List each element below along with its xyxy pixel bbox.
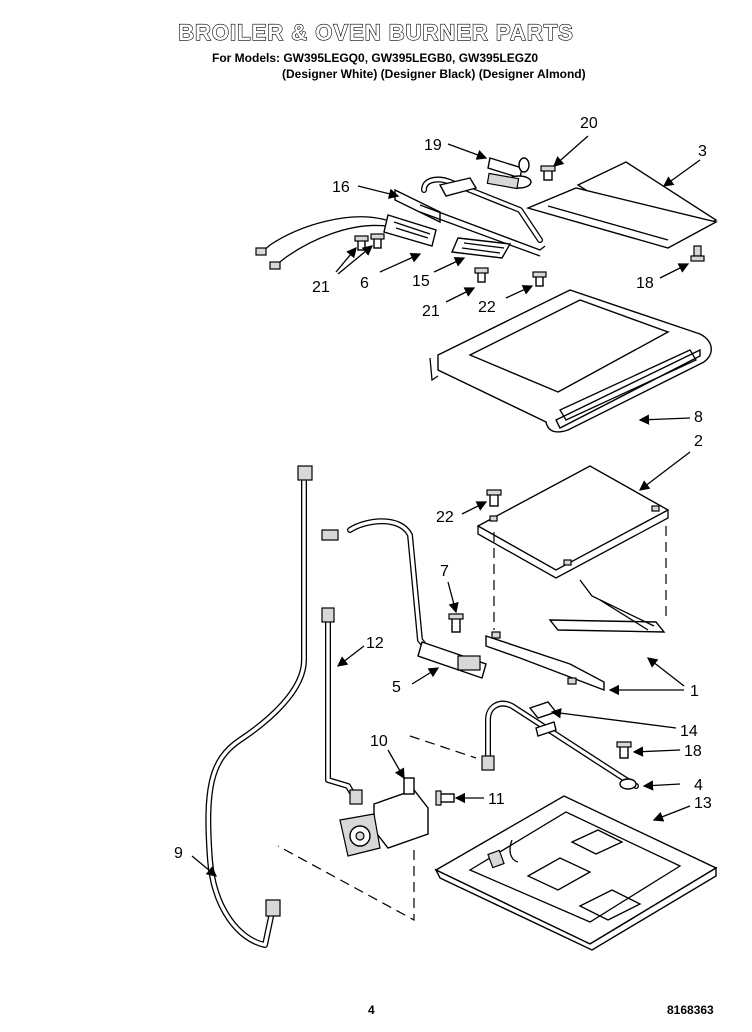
callout-4: 4 [694, 777, 703, 794]
callout-2: 2 [694, 433, 703, 450]
callout-5: 5 [392, 679, 401, 696]
callout-21-lower: 21 [422, 303, 440, 320]
page-number: 4 [368, 1003, 375, 1017]
callout-6: 6 [360, 275, 369, 292]
broiler-cover-part-8 [429, 289, 712, 433]
callout-16: 16 [332, 179, 350, 196]
broiler-burner-tube-part-16 [394, 176, 546, 257]
callout-8: 8 [694, 409, 703, 426]
callout-13: 13 [694, 795, 712, 812]
callout-10: 10 [370, 733, 388, 750]
document-number: 8168363 [667, 1003, 714, 1017]
callout-1: 1 [690, 683, 699, 700]
oven-igniter-part-5 [321, 518, 487, 679]
igniter-bracket-part-15 [450, 237, 512, 259]
igniter-part-6 [255, 214, 437, 270]
callout-22-lower: 22 [436, 509, 454, 526]
screw-part-18-bottom [616, 741, 632, 759]
screw-part-22-mid [486, 489, 502, 507]
callout-12: 12 [366, 635, 384, 652]
callout-15: 15 [412, 273, 430, 290]
broiler-shield-part-2 [476, 465, 670, 579]
callout-19: 19 [424, 137, 442, 154]
callout-7: 7 [440, 563, 449, 580]
screws-part-21-top [354, 233, 489, 283]
screw-part-7 [448, 613, 464, 633]
callout-14: 14 [680, 723, 698, 740]
gas-valve-part-10 [339, 777, 429, 857]
designer-line: (Designer White) (Designer Black) (Desig… [282, 67, 586, 81]
page-title: BROILER & OVEN BURNER PARTS [178, 19, 574, 45]
callout-21-upper: 21 [312, 279, 330, 296]
callout-3: 3 [698, 143, 707, 160]
screw-part-20 [540, 165, 556, 181]
gas-tube-part-9 [205, 465, 313, 948]
callout-18-lower: 18 [684, 743, 702, 760]
burner-bracket-part-1 [485, 579, 666, 692]
gas-tube-part-12 [321, 607, 363, 805]
models-line: For Models: GW395LEGQ0, GW395LEGB0, GW39… [212, 51, 539, 65]
callout-9: 9 [174, 845, 183, 862]
callout-22-upper: 22 [478, 299, 496, 316]
screw-part-11 [435, 790, 455, 806]
screw-part-22-top [532, 271, 547, 287]
orifice-fitting-part-19 [486, 157, 532, 190]
callout-20: 20 [580, 115, 598, 132]
leader-arrows [191, 135, 701, 877]
callout-18-upper: 18 [636, 275, 654, 292]
heat-shield-part-3 [525, 161, 718, 262]
oven-burner-part-4 [481, 700, 639, 790]
oven-bottom-part-13 [434, 795, 718, 951]
callout-11: 11 [488, 791, 505, 808]
